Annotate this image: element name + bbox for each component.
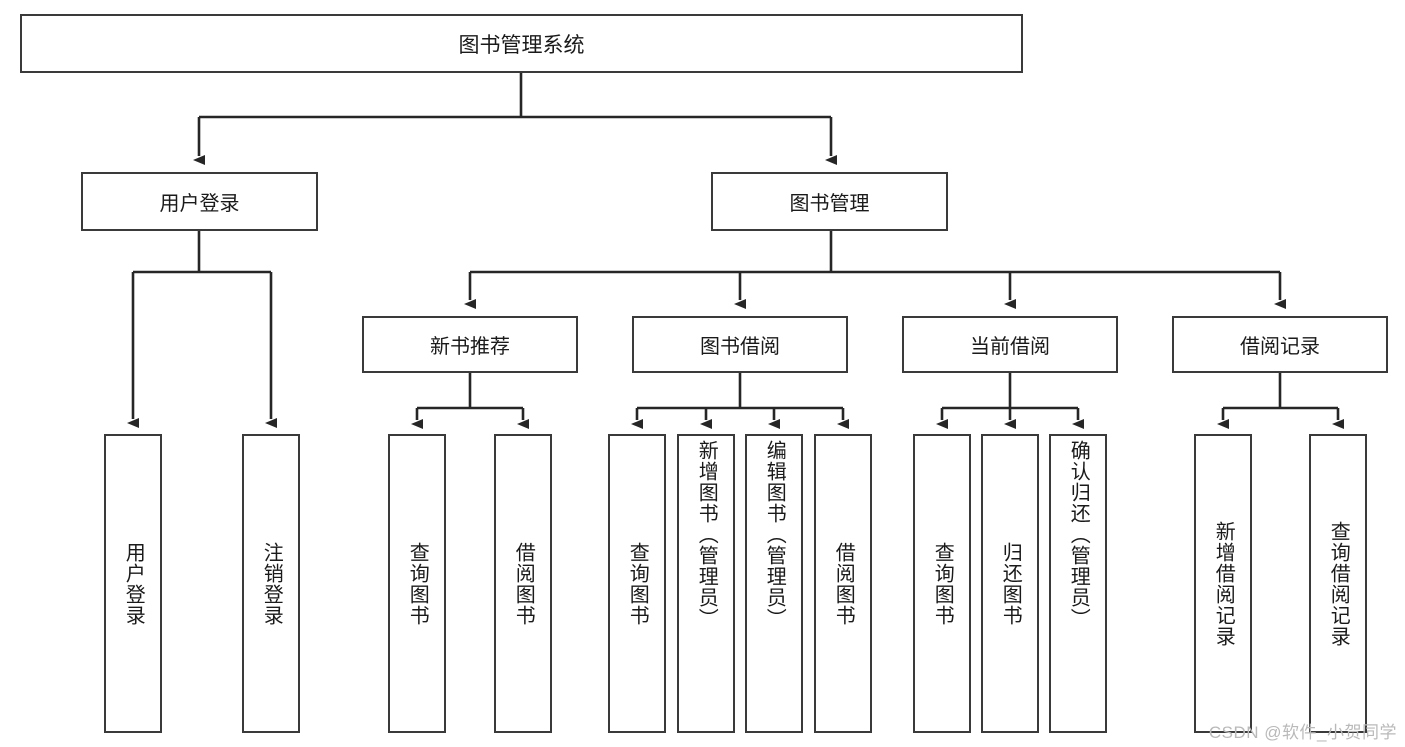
leaf-edit-book-admin[interactable]: 编辑图书（管理员） [745,434,803,733]
node-user-login[interactable]: 用户登录 [81,172,318,231]
leaf-text-wrap: 查询图书 [915,436,969,731]
leaf-label: 归还图书 [999,541,1022,626]
leaf-text-wrap: 新增图书（管理员） [679,436,733,735]
csdn-watermark: CSDN @软件_小贺同学 [1208,723,1397,742]
node-new-book-recommend[interactable]: 新书推荐 [362,316,578,373]
leaf-label: 查询借阅记录 [1327,520,1350,647]
leaf-label: 用户登录 [122,541,145,626]
leaf-text-wrap: 注销登录 [244,436,298,731]
leaf-text-wrap: 归还图书 [983,436,1037,731]
leaf-text-wrap: 编辑图书（管理员） [747,436,801,735]
leaf-return-book[interactable]: 归还图书 [981,434,1039,733]
node-label: 图书借阅 [700,336,780,358]
leaf-query-borrow-record[interactable]: 查询借阅记录 [1309,434,1367,733]
node-label: 新书推荐 [430,336,510,358]
node-root-book-management-system[interactable]: 图书管理系统 [20,14,1023,73]
node-current-borrow[interactable]: 当前借阅 [902,316,1118,373]
leaf-label: 注销登录 [260,541,283,626]
node-label: 当前借阅 [970,336,1050,358]
leaf-add-borrow-record[interactable]: 新增借阅记录 [1194,434,1252,733]
node-label: 图书管理系统 [458,33,585,57]
leaf-user-login[interactable]: 用户登录 [104,434,162,733]
leaf-text-wrap: 确认归还（管理员） [1051,436,1105,735]
leaf-text-wrap: 查询图书 [390,436,444,731]
leaf-label: 借阅图书 [832,541,855,626]
node-book-management[interactable]: 图书管理 [711,172,948,231]
leaf-text-wrap: 查询借阅记录 [1311,436,1365,731]
leaf-text-wrap: 查询图书 [610,436,664,731]
leaf-text-wrap: 用户登录 [106,436,160,731]
leaf-label: 新增图书（管理员） [695,440,718,629]
node-book-borrow[interactable]: 图书借阅 [632,316,848,373]
leaf-query-book-recommend[interactable]: 查询图书 [388,434,446,733]
leaf-borrow-book[interactable]: 借阅图书 [814,434,872,733]
leaf-label: 确认归还（管理员） [1067,440,1090,629]
leaf-label: 借阅图书 [512,541,535,626]
leaf-query-book-borrow[interactable]: 查询图书 [608,434,666,733]
leaf-text-wrap: 新增借阅记录 [1196,436,1250,731]
node-borrow-record[interactable]: 借阅记录 [1172,316,1388,373]
leaf-label: 查询图书 [931,541,954,626]
leaf-borrow-book-recommend[interactable]: 借阅图书 [494,434,552,733]
leaf-confirm-return-admin[interactable]: 确认归还（管理员） [1049,434,1107,733]
node-label: 借阅记录 [1240,336,1320,358]
leaf-logout-login[interactable]: 注销登录 [242,434,300,733]
node-label: 用户登录 [159,193,240,215]
leaf-label: 新增借阅记录 [1212,520,1235,647]
leaf-label: 编辑图书（管理员） [763,440,786,629]
leaf-text-wrap: 借阅图书 [496,436,550,731]
leaf-text-wrap: 借阅图书 [816,436,870,731]
leaf-label: 查询图书 [406,541,429,626]
leaf-query-book-current[interactable]: 查询图书 [913,434,971,733]
leaf-label: 查询图书 [626,541,649,626]
node-label: 图书管理 [789,193,870,215]
leaf-add-book-admin[interactable]: 新增图书（管理员） [677,434,735,733]
